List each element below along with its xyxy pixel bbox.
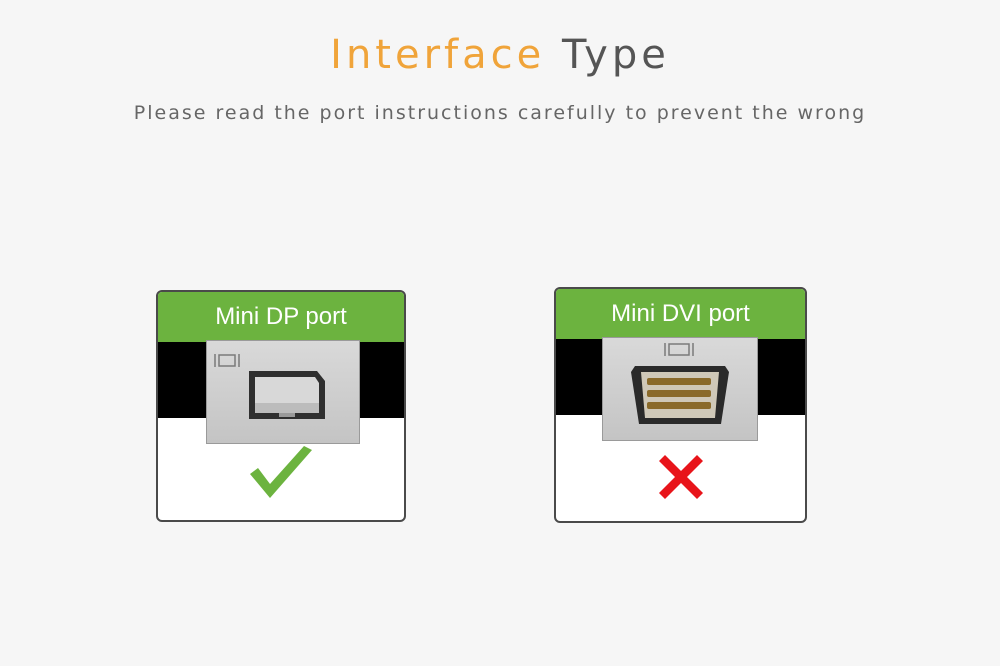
card-label: Mini DVI port (556, 289, 805, 339)
mini-dp-card: Mini DP port (156, 290, 406, 522)
check-icon (250, 446, 312, 498)
port-plate (602, 337, 758, 441)
title-rest: Type (561, 32, 670, 78)
page-title: Interface Type (0, 32, 1000, 78)
cross-icon (658, 455, 703, 499)
status-indicator (556, 449, 805, 505)
mini-dvi-port-icon (631, 343, 729, 424)
page-subtitle: Please read the port instructions carefu… (133, 102, 867, 124)
mini-dp-port-icon (214, 354, 325, 419)
mini-dvi-card: Mini DVI port (554, 287, 807, 523)
status-indicator (158, 444, 404, 504)
title-accent: Interface (330, 32, 546, 78)
card-label: Mini DP port (158, 292, 404, 342)
port-plate (206, 340, 360, 444)
